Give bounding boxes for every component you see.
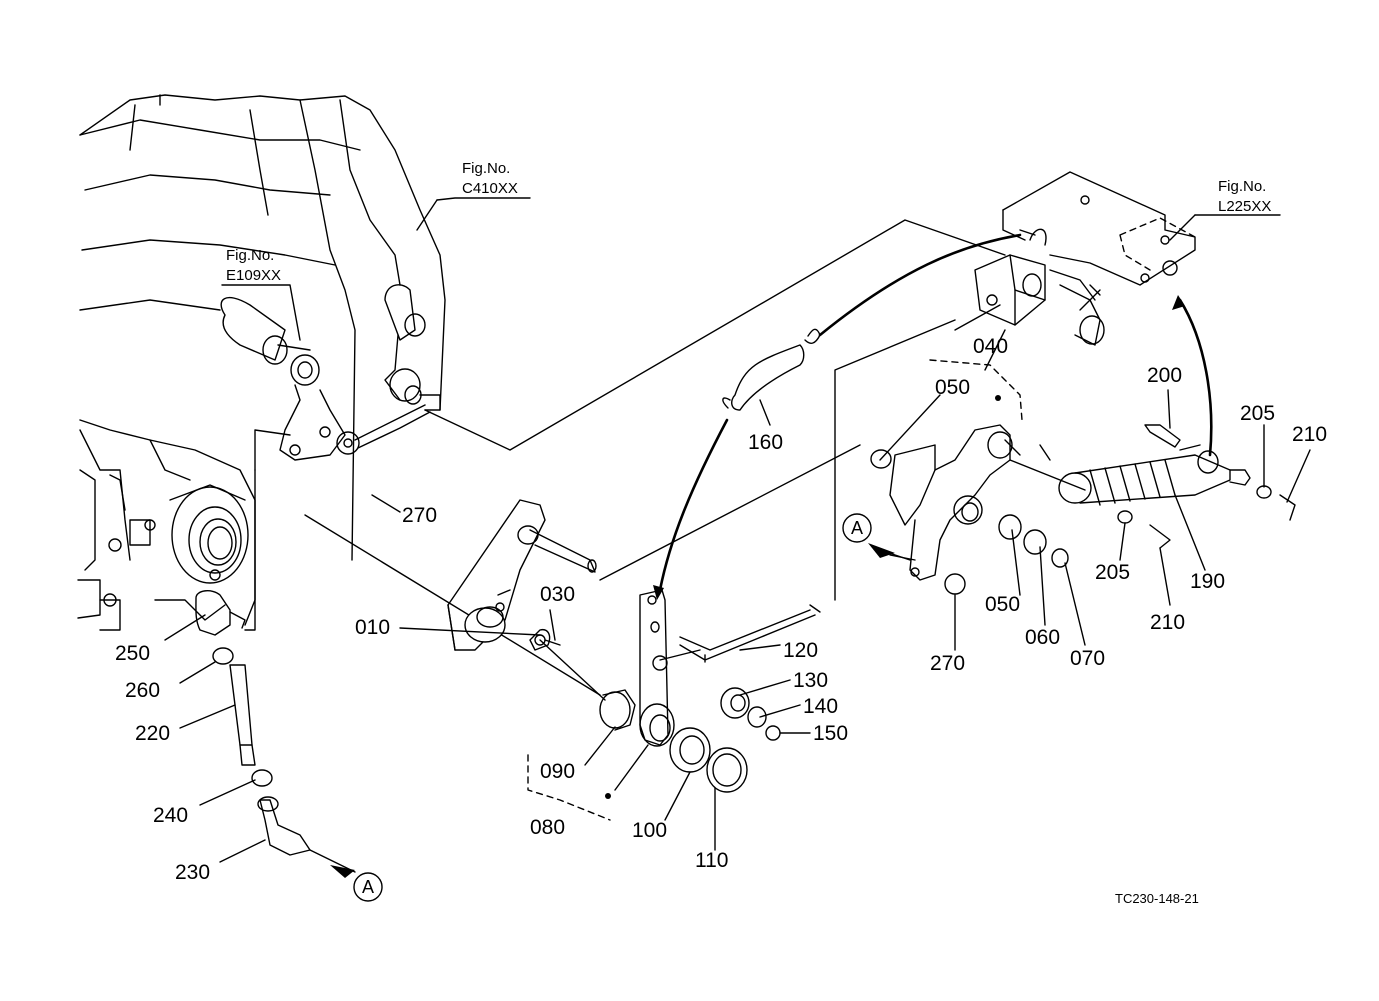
- part-label: 270: [402, 504, 437, 527]
- washer-140: [747, 706, 767, 728]
- part-label: 160: [748, 431, 783, 454]
- spring-190: [1058, 444, 1251, 506]
- fig-ref-number: E109XX: [226, 267, 281, 284]
- bearing-130: [720, 687, 750, 719]
- part-label: 050: [935, 376, 970, 399]
- part-label: 110: [695, 849, 728, 872]
- part-label: 070: [1070, 647, 1105, 670]
- part-label: 240: [153, 804, 188, 827]
- washer-205-left: [1117, 510, 1133, 524]
- washer-205-right: [1256, 485, 1272, 499]
- arm-plate: [639, 589, 701, 747]
- pin-210-left: [1149, 524, 1171, 549]
- label-leaders: [164, 197, 1311, 863]
- upper-bracket: [974, 171, 1196, 346]
- part-label: 205: [1095, 561, 1130, 584]
- part-label: 200: [1147, 364, 1182, 387]
- fig-ref-label: Fig.No.: [1218, 178, 1266, 195]
- fig-ref-number: L225XX: [1218, 198, 1271, 215]
- callout-a-lower: A: [353, 872, 383, 902]
- snap-ring-110: [706, 747, 748, 793]
- pin-210-right: [1279, 494, 1296, 521]
- group-bracket-080: [527, 754, 611, 821]
- nut-150: [765, 725, 781, 741]
- leader-lines: [304, 219, 1086, 696]
- rod-120: [679, 609, 816, 663]
- part-label: 090: [540, 760, 575, 783]
- part-label: 040: [973, 335, 1008, 358]
- part-label: 260: [125, 679, 160, 702]
- fig-ref-number: C410XX: [462, 180, 518, 197]
- part-label: 120: [783, 639, 818, 662]
- part-label: 060: [1025, 626, 1060, 649]
- transmission-housing: [77, 94, 446, 631]
- part-label: 010: [355, 616, 390, 639]
- callout-letter: A: [851, 518, 863, 538]
- part-label: 220: [135, 722, 170, 745]
- bolt-200: [1144, 424, 1181, 448]
- lever-plate-010: [447, 499, 597, 651]
- part-label: 080: [530, 816, 565, 839]
- drawing-code: TC230-148-21: [1115, 891, 1199, 906]
- spring-160: [653, 233, 1213, 600]
- callout-letter: A: [362, 877, 374, 897]
- callout-a-upper: A: [842, 513, 872, 543]
- part-label: 270: [930, 652, 965, 675]
- part-label: 130: [793, 669, 828, 692]
- part-label: 205: [1240, 402, 1275, 425]
- part-label: 210: [1150, 611, 1185, 634]
- bushing-090: [599, 689, 636, 731]
- part-label: 150: [813, 722, 848, 745]
- part-label: 140: [803, 695, 838, 718]
- fig-ref-label: Fig.No.: [226, 247, 274, 264]
- part-label: 030: [540, 583, 575, 606]
- fig-ref-label: Fig.No.: [462, 160, 510, 177]
- part-label: 250: [115, 642, 150, 665]
- part-label: 100: [632, 819, 667, 842]
- part-label: 230: [175, 861, 210, 884]
- part-label: 050: [985, 593, 1020, 616]
- part-label: 210: [1292, 423, 1327, 446]
- washer-100: [669, 727, 711, 773]
- part-label: 190: [1190, 570, 1225, 593]
